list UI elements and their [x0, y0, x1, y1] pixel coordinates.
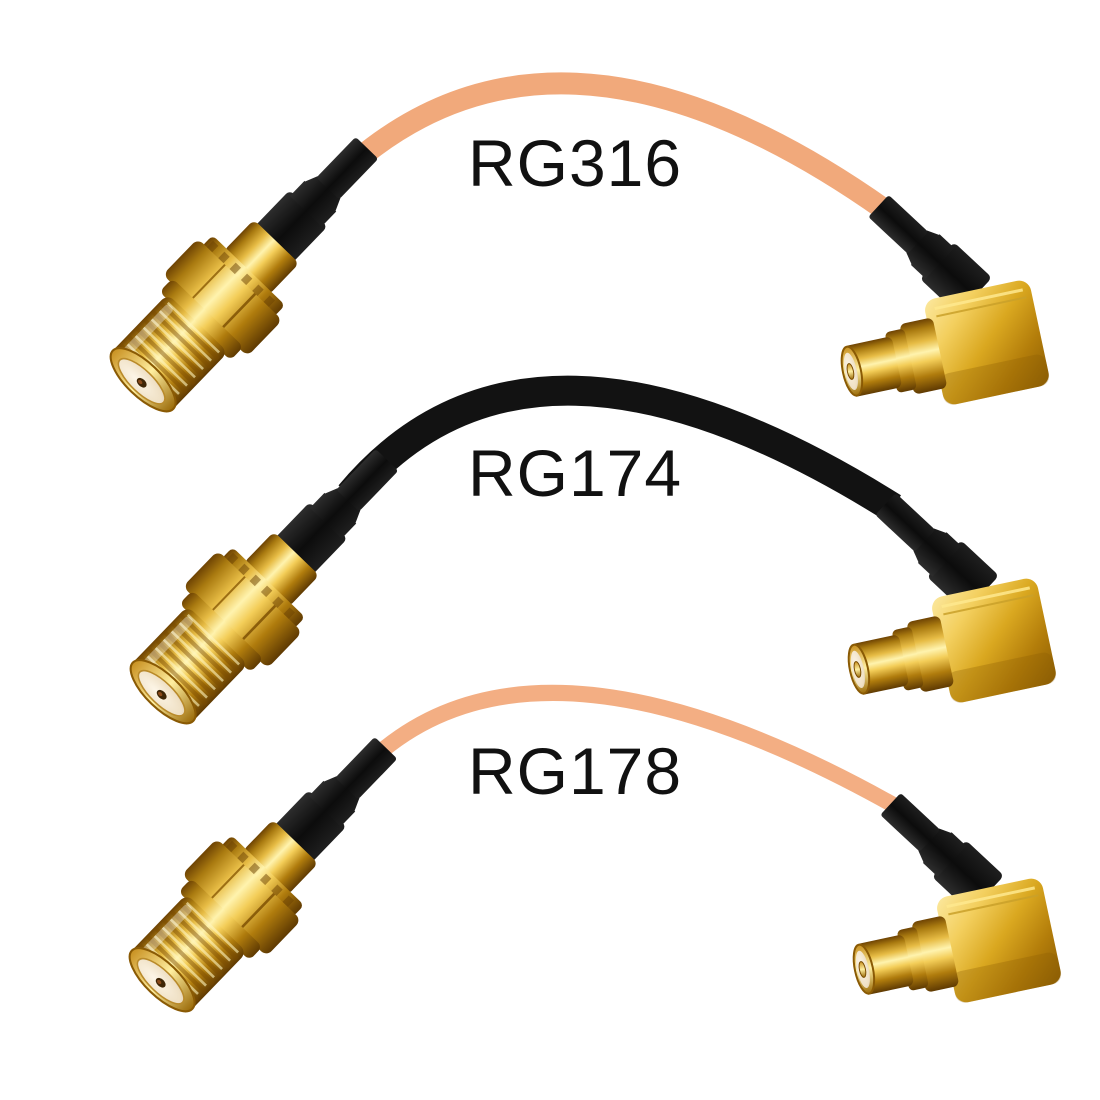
cable-rg316: [322, 72, 892, 219]
sma-female-connector: [108, 707, 428, 1033]
mcx-male-connector: [815, 463, 1058, 724]
cable-rg178: [343, 684, 901, 814]
cable-assembly-rg174: RG174: [109, 375, 1058, 745]
cable-label-rg316: RG316: [468, 126, 682, 200]
cable-label-rg178: RG178: [468, 734, 682, 808]
mcx-male-connector: [808, 165, 1051, 426]
sma-female-connector: [89, 107, 409, 433]
cable-assembly-rg178: RG178: [108, 684, 1063, 1033]
cable-rg174: [338, 375, 901, 521]
cable-assembly-rg316: RG316: [89, 72, 1051, 433]
mcx-male-connector: [820, 763, 1063, 1024]
sma-female-connector: [109, 419, 429, 745]
cable-label-rg174: RG174: [468, 436, 682, 510]
